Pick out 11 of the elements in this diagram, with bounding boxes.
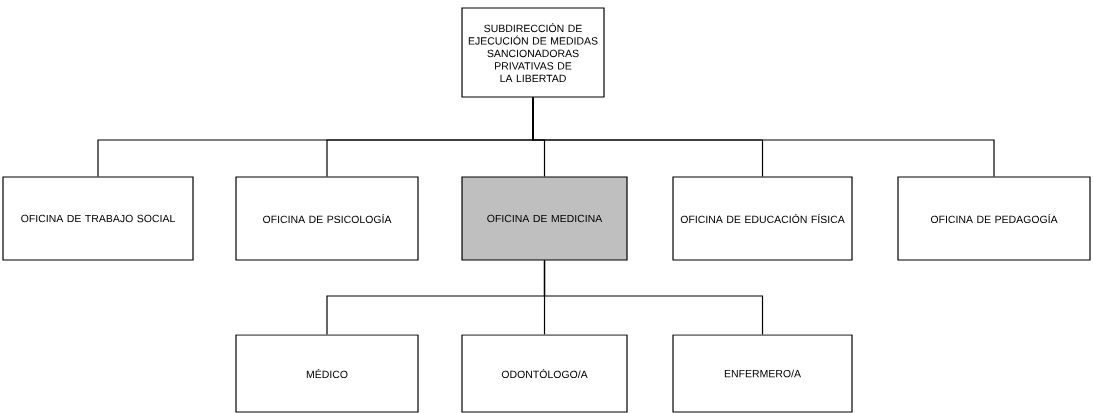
connector-line xyxy=(543,260,764,335)
directorate-box: SUBDIRECCIÓN DE EJECUCIÓN DE MEDIDAS SANCIONADORAS PRIVATIVAS DE LA LIBERTAD xyxy=(461,7,605,98)
office-box: OFICINA DE PSICOLOGÍA xyxy=(235,176,419,261)
connector-line xyxy=(532,97,995,177)
unit-box: OFICINA DE MEDICINA xyxy=(461,176,628,261)
office-box: ENFERMERO/A xyxy=(672,334,853,413)
office-box: OFICINA DE PEDAGOGÍA xyxy=(897,176,1091,261)
office-box: ODONTÓLOGO/A xyxy=(461,334,628,413)
office-box: MÉDICO xyxy=(235,334,419,413)
office-box: OFICINA DE TRABAJO SOCIAL xyxy=(2,176,194,261)
office-box: OFICINA DE EDUCACIÓN FÍSICA xyxy=(672,176,853,261)
